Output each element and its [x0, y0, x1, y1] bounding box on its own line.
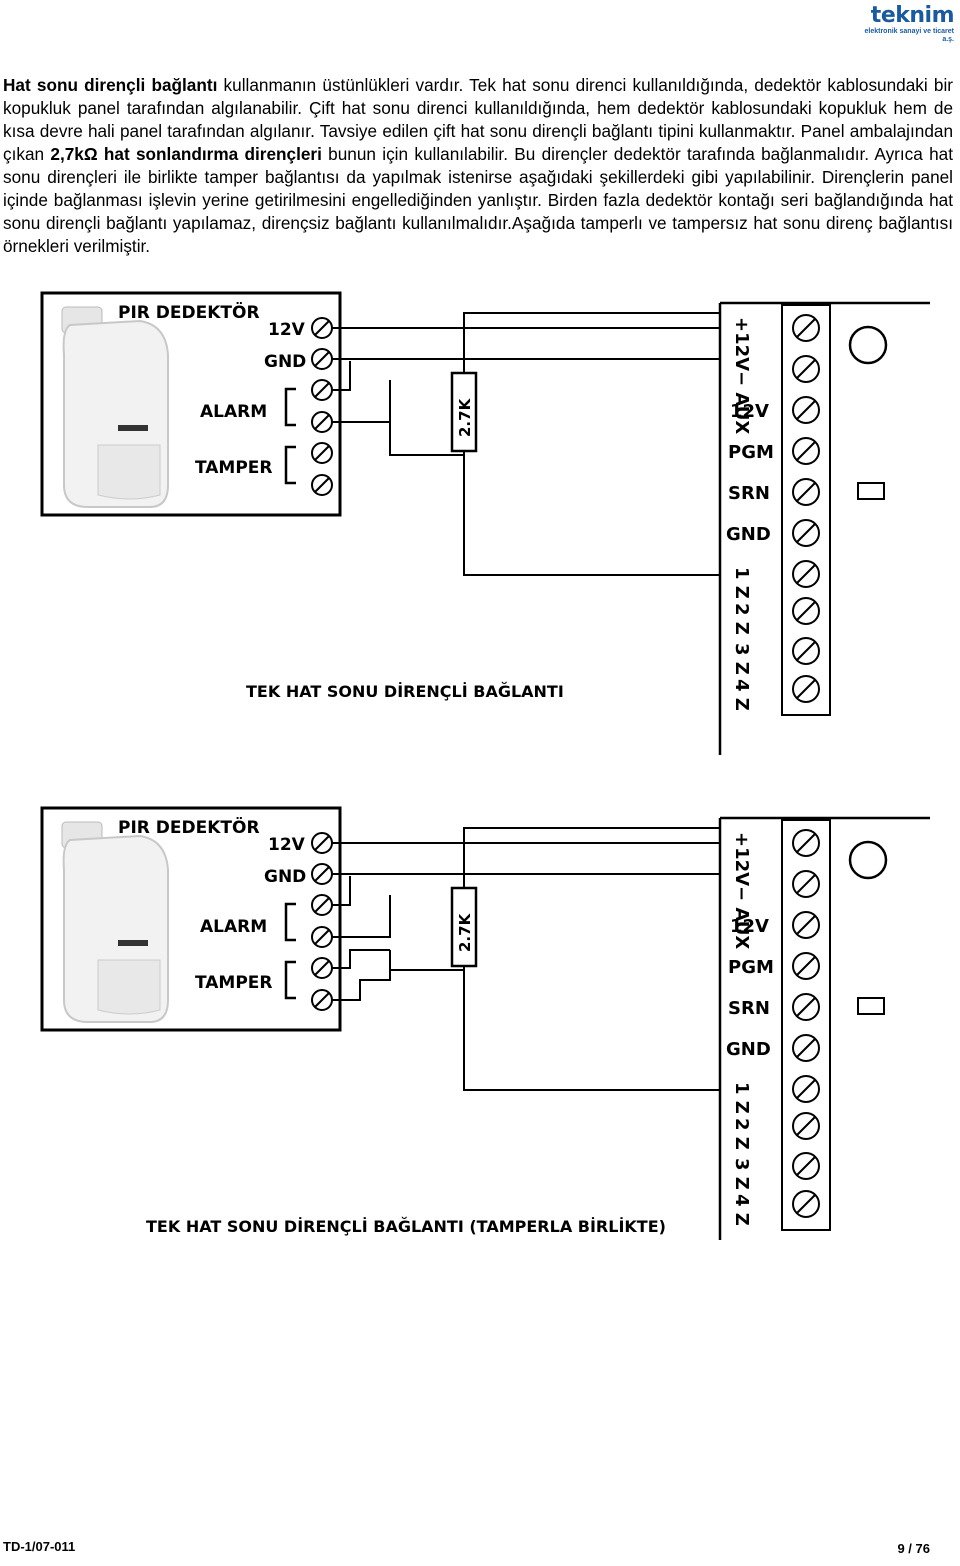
document-code: TD-1/07-011: [3, 1539, 76, 1554]
diagram-1-caption: TEK HAT SONU DİRENÇLİ BAĞLANTI: [246, 682, 564, 701]
detector-title: PIR DEDEKTÖR: [118, 816, 260, 838]
panel-aux-label: +12V− AUX: [731, 317, 752, 434]
panel-label-pgm: PGM: [728, 442, 774, 463]
det-label-gnd: GND: [264, 867, 306, 887]
panel-label-gnd: GND: [726, 1039, 771, 1060]
logo-wordmark: teknim: [870, 3, 955, 28]
panel-label-z3: 3 Z: [731, 1158, 752, 1190]
panel-label-12v: 12V: [730, 916, 769, 937]
intro-text-2: bunun için kullanılabilir. Bu dirençler …: [3, 144, 954, 256]
panel-label-z1: 1 Z: [731, 1082, 752, 1114]
det-label-tamper: TAMPER: [195, 973, 273, 993]
resistor-label: 2.7K: [456, 912, 474, 952]
page-number: 9 / 76: [897, 1541, 930, 1556]
det-label-gnd: GND: [264, 352, 306, 372]
intro-text-1: kullanmanın üstünlükleri vardır. Tek hat…: [3, 75, 953, 164]
wiring-diagram-2: PIR DEDEKTÖR 12V GND ALARM TAMPER 2.7K: [0, 800, 960, 1245]
det-label-alarm: ALARM: [200, 917, 267, 937]
panel-label-srn: SRN: [728, 998, 770, 1019]
det-label-alarm: ALARM: [200, 402, 267, 422]
detector-title: PIR DEDEKTÖR: [118, 301, 260, 323]
panel-component: [857, 997, 885, 1015]
teknim-logo: teknim elektronik sanayi ve ticaret a.ş.: [862, 3, 955, 44]
panel-label-z3: 3 Z: [731, 643, 752, 675]
panel-label-pgm: PGM: [728, 957, 774, 978]
intro-bold-lead: Hat sonu dirençli bağlantı: [3, 75, 218, 95]
detector-terminal-block: [311, 832, 333, 1011]
panel-label-z2: 2 Z: [731, 1118, 752, 1150]
panel-aux-label: +12V− AUX: [731, 832, 752, 949]
resistor: [450, 371, 478, 453]
panel-label-gnd: GND: [726, 524, 771, 545]
panel-label-z4: 4 Z: [731, 1194, 752, 1226]
panel-label-z4: 4 Z: [731, 679, 752, 711]
panel-label-z1: 1 Z: [731, 567, 752, 599]
panel-label-z2: 2 Z: [731, 603, 752, 635]
intro-bold-resistor: 2,7kΩ hat sonlandırma dirençleri: [50, 144, 322, 164]
diagram-2-caption: TEK HAT SONU DİRENÇLİ BAĞLANTI (TAMPERLA…: [146, 1217, 666, 1236]
logo-tagline: elektronik sanayi ve ticaret a.ş.: [864, 28, 955, 43]
resistor: [450, 886, 478, 968]
wiring-diagram-1: PIR DEDEKTÖR 12V GND ALARM TAMPER: [0, 285, 960, 755]
det-label-12v: 12V: [268, 835, 306, 855]
panel-mounting-hole: [848, 325, 888, 365]
panel-screw-terminals: [792, 829, 820, 1218]
pir-sensor-image: [61, 821, 169, 1023]
panel-label-srn: SRN: [728, 483, 770, 504]
intro-paragraph: Hat sonu dirençli bağlantı kullanmanın ü…: [3, 74, 953, 258]
panel-mounting-hole: [848, 840, 888, 880]
det-label-12v: 12V: [268, 320, 306, 340]
det-label-tamper: TAMPER: [195, 458, 273, 478]
pir-sensor-image: [61, 306, 169, 508]
panel-label-12v: 12V: [730, 401, 769, 422]
panel-screw-terminals: [792, 314, 820, 703]
panel-component: [857, 482, 885, 500]
resistor-label: 2.7K: [456, 397, 474, 437]
